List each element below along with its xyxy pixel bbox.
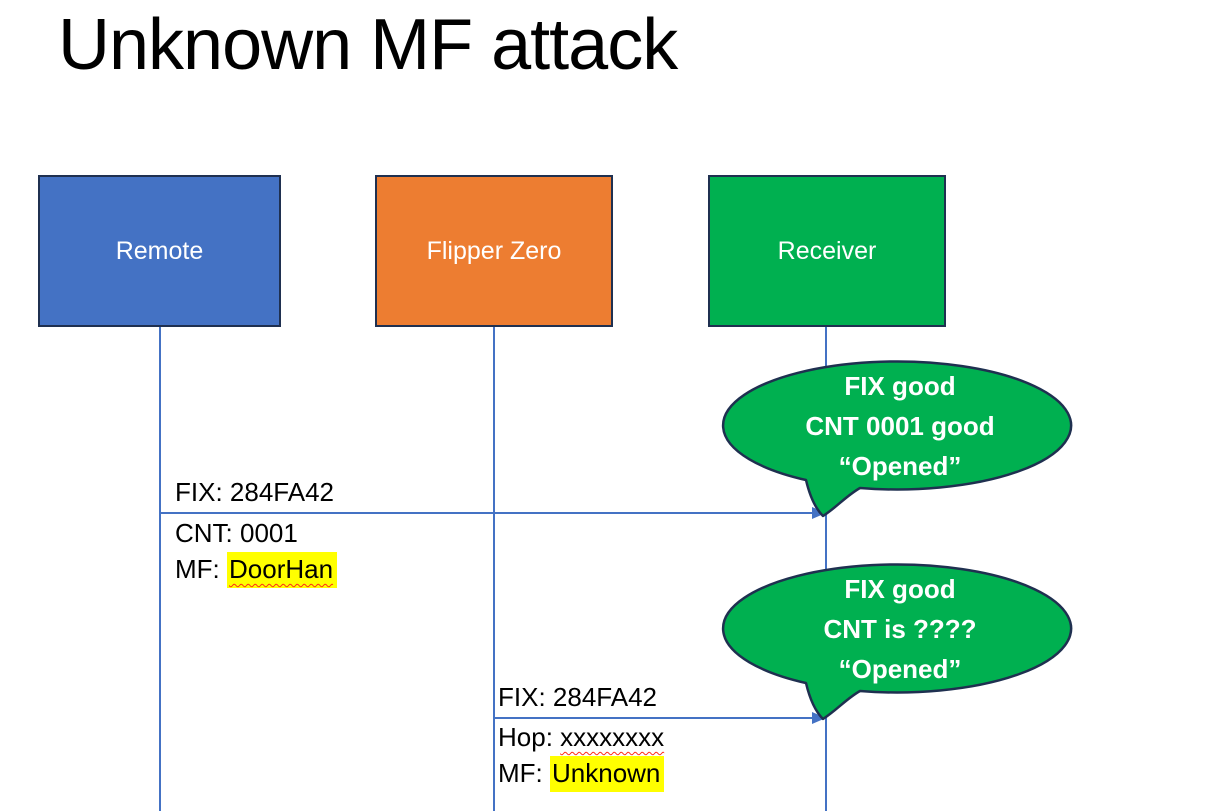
message-1-mf-label: MF: DoorHan (175, 552, 338, 588)
callout-bubble-2: FIX good CNT is ???? “Opened” (721, 563, 1078, 725)
message-2-mf-value-highlighted: Unknown (550, 756, 665, 792)
actor-label-flipper-zero: Flipper Zero (426, 236, 562, 265)
lifeline-remote (159, 327, 161, 811)
message-arrow-flipper-to-receiver (494, 717, 815, 719)
actor-box-receiver: Receiver (708, 175, 946, 327)
callout-2-line-3: “Opened” (838, 654, 962, 684)
lifeline-flipper-zero (493, 327, 495, 811)
callout-1-line-3: “Opened” (838, 451, 962, 481)
message-2-mf-label: MF: Unknown (498, 756, 665, 792)
speech-bubble-shape (721, 563, 1073, 721)
message-arrow-remote-to-receiver (160, 512, 815, 514)
message-1-mf-value-highlighted: DoorHan (227, 552, 338, 588)
message-1-cnt-label: CNT: 0001 (175, 518, 298, 548)
slide-title: Unknown MF attack (58, 5, 678, 85)
message-1-mf-prefix: MF: (175, 554, 227, 584)
actor-label-receiver: Receiver (777, 236, 877, 265)
message-1-fix-label: FIX: 284FA42 (175, 477, 334, 507)
callout-1-line-1: FIX good (844, 371, 956, 401)
message-2-hop-value: xxxxxxxx (560, 722, 665, 752)
callout-2-text: FIX good CNT is ???? “Opened” (722, 569, 1078, 689)
actor-box-remote: Remote (38, 175, 281, 327)
callout-bubble-1: FIX good CNT 0001 good “Opened” (721, 360, 1078, 522)
callout-1-text: FIX good CNT 0001 good “Opened” (722, 366, 1078, 486)
callout-2-line-2: CNT is ???? (823, 614, 977, 644)
message-2-mf-prefix: MF: (498, 758, 550, 788)
callout-1-line-2: CNT 0001 good (805, 411, 995, 441)
message-2-fix-label: FIX: 284FA42 (498, 682, 657, 712)
speech-bubble-shape (721, 360, 1073, 518)
actor-label-remote: Remote (115, 236, 204, 265)
callout-2-line-1: FIX good (844, 574, 956, 604)
message-2-hop-label: Hop: xxxxxxxx (498, 722, 664, 753)
message-2-hop-prefix: Hop: (498, 722, 561, 752)
speech-bubble-outline (721, 563, 1073, 721)
actor-box-flipper-zero: Flipper Zero (375, 175, 613, 327)
speech-bubble-outline (721, 360, 1073, 518)
